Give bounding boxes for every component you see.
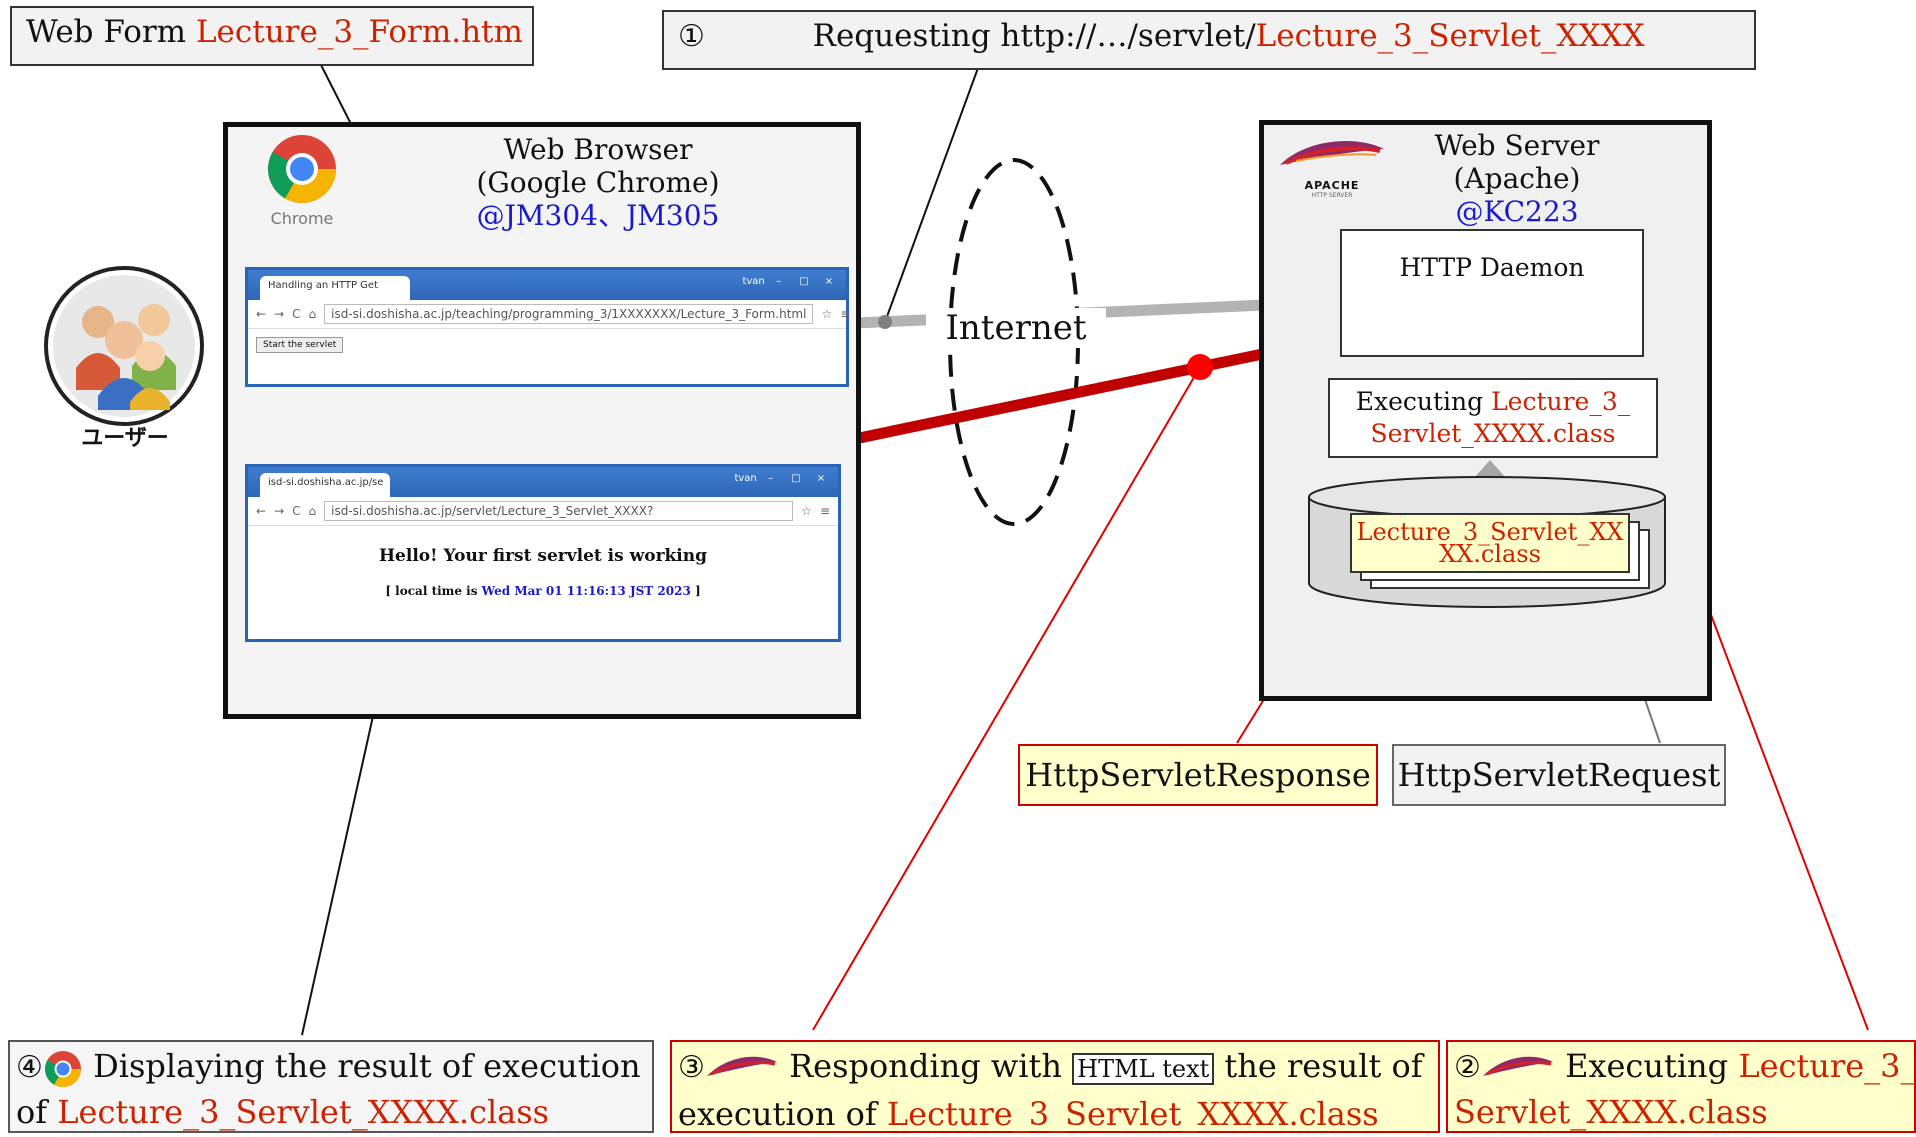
minimize-icon[interactable]: – [768,473,774,484]
chrome-label: Chrome [270,209,334,228]
request-dot [878,315,892,329]
browser-title: Web Browser (Google Chrome) @JM304、JM305 [476,133,720,232]
web-form-callout: Web Form Lecture_3_Form.htm [10,6,534,66]
home-icon[interactable]: ⌂ [308,504,317,518]
menu-icon[interactable]: ≡ [840,307,851,321]
user-name: tvan [734,473,757,484]
maximize-icon[interactable]: □ [791,473,801,484]
menu-icon[interactable]: ≡ [819,504,830,518]
users-icon [44,266,204,426]
reload-icon[interactable]: C [292,504,301,518]
star-icon[interactable]: ☆ [801,504,812,518]
server-panel: APACHE HTTP SERVER Web Server (Apache) @… [1259,120,1712,701]
response-dot [1187,354,1213,380]
close-icon[interactable]: × [816,473,826,484]
http-daemon-box: HTTP Daemon [1340,229,1644,357]
server-title: Web Server (Apache) @KC223 [1434,129,1600,228]
browser-window-form: Handling an HTTP Get tvan – □ × ← → C ⌂ … [245,267,851,387]
apache-feather-icon [706,1056,777,1076]
apache-feather-icon [1482,1056,1553,1076]
respond-callout: ③ Responding with HTML text the result o… [670,1040,1440,1133]
tab-form[interactable]: Handling an HTTP Get [260,276,410,300]
back-icon[interactable]: ← [256,504,267,518]
address-bar[interactable]: isd-si.doshisha.ac.jp/servlet/Lecture_3_… [324,501,794,521]
pointer-request [884,67,979,323]
http-servlet-response: HttpServletResponse [1018,744,1378,806]
chrome-logo: Chrome [262,133,342,228]
start-servlet-button[interactable]: Start the servlet [256,337,344,353]
servlet-heading: Hello! Your first servlet is working [378,546,708,566]
local-time: [ local time is Wed Mar 01 11:16:13 JST … [385,584,701,598]
user-avatar [42,264,206,428]
minimize-icon[interactable]: – [776,276,782,287]
response-arrow [774,335,1327,469]
display-callout: ④ Displaying the result of execution of … [8,1040,654,1133]
apache-sublabel: HTTP SERVER [1311,192,1353,199]
http-servlet-request: HttpServletRequest [1392,744,1726,806]
address-bar[interactable]: isd-si.doshisha.ac.jp/teaching/programmi… [324,304,814,324]
apache-feather-icon [1280,141,1384,165]
chrome-icon [268,135,336,203]
home-icon[interactable]: ⌂ [308,307,317,321]
html-text-box: HTML text [1072,1053,1215,1085]
pointer-respond [812,366,1201,1031]
user-label: ユーザー [81,425,169,451]
request-callout: ① Requesting http://…/servlet/Lecture_3_… [662,10,1756,70]
browser-panel: Chrome Web Browser (Google Chrome) @JM30… [223,122,861,719]
apache-logo: APACHE HTTP SERVER [1276,135,1388,199]
execute-callout: ② Executing Lecture_3_ Servlet_XXXX.clas… [1446,1040,1916,1133]
browser-window-result: isd-si.doshisha.ac.jp/se tvan – □ × ← → … [245,464,841,642]
forward-icon[interactable]: → [274,307,285,321]
reload-icon[interactable]: C [292,307,301,321]
class-file-card: Lecture_3_Servlet_XX XX.class [1350,513,1630,573]
close-icon[interactable]: × [824,276,834,287]
maximize-icon[interactable]: □ [799,276,809,287]
internet-label: Internet [926,308,1106,348]
tab-result[interactable]: isd-si.doshisha.ac.jp/se [260,473,390,497]
executing-box: Executing Lecture_3_ Servlet_XXXX.class [1328,378,1658,458]
forward-icon[interactable]: → [274,504,285,518]
chrome-icon [44,1050,81,1087]
apache-label: APACHE [1304,179,1360,192]
back-icon[interactable]: ← [256,307,267,321]
user-name: tvan [742,276,765,287]
star-icon[interactable]: ☆ [821,307,833,321]
